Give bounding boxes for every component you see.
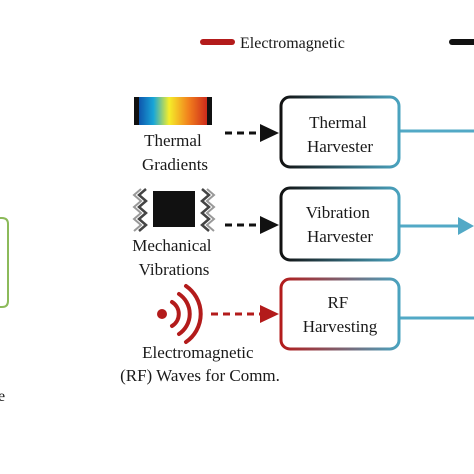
harvester-vibration: Vibration Harvester bbox=[279, 186, 401, 262]
legend-electromagnetic-label: Electromagnetic bbox=[240, 35, 345, 52]
output-arrowhead bbox=[458, 217, 474, 235]
vibration-input-arrow bbox=[225, 216, 279, 234]
harvester-rf: RF Harvesting bbox=[279, 277, 401, 351]
left-device-box-edge bbox=[0, 217, 9, 308]
vibrating-block-icon bbox=[132, 188, 216, 232]
legend: Electromagnetic bbox=[200, 35, 474, 52]
harvester-thermal: Thermal Harvester bbox=[279, 95, 401, 169]
rf-waves-icon bbox=[157, 284, 203, 344]
rf-input-arrow bbox=[211, 305, 279, 323]
source-label-thermal: Thermal Gradients bbox=[142, 131, 208, 174]
thermal-gradient-icon bbox=[134, 97, 212, 125]
svg-text:RF Harvesting: RF Harvesting bbox=[303, 293, 378, 336]
cut-text-fragment: e bbox=[0, 388, 5, 405]
source-label-rf: Electromagnetic (RF) Waves for Comm. bbox=[120, 343, 280, 385]
output-connectors bbox=[399, 129, 474, 320]
svg-text:Vibration Harvester: Vibration Harvester bbox=[306, 203, 374, 246]
svg-text:Thermal Harvester: Thermal Harvester bbox=[307, 113, 373, 156]
thermal-input-arrow bbox=[225, 124, 279, 142]
source-label-mechanical: Mechanical Vibrations bbox=[132, 236, 216, 279]
